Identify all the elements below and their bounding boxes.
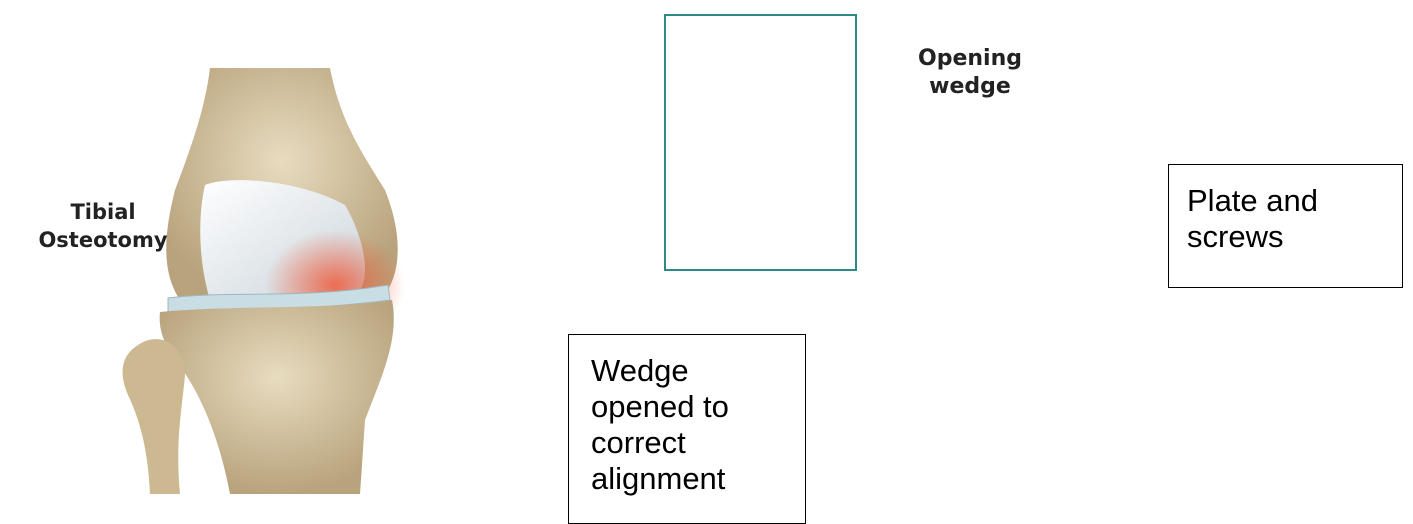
tibial-osteotomy-line1: Tibial (28, 198, 178, 226)
wedge-callout-line3: correct (591, 425, 805, 461)
opening-wedge-label: Opening wedge (905, 45, 1035, 101)
opening-wedge-line2: wedge (905, 73, 1035, 101)
wedge-callout-line4: alignment (591, 461, 805, 497)
tibial-osteotomy-label: Tibial Osteotomy (28, 198, 178, 254)
left-knee (123, 68, 405, 494)
left-fibula (123, 339, 185, 494)
wedge-callout-line2: opened to (591, 389, 805, 425)
left-tibia (160, 300, 394, 494)
plate-callout-line2: screws (1187, 219, 1402, 255)
inset-frame (664, 14, 857, 271)
plate-callout-line1: Plate and (1187, 183, 1402, 219)
plate-screws-callout: Plate and screws (1168, 164, 1403, 288)
wedge-callout: Wedge opened to correct alignment (568, 334, 806, 524)
opening-wedge-line1: Opening (905, 45, 1035, 73)
tibial-osteotomy-line2: Osteotomy (28, 226, 178, 254)
wedge-callout-line1: Wedge (591, 353, 805, 389)
